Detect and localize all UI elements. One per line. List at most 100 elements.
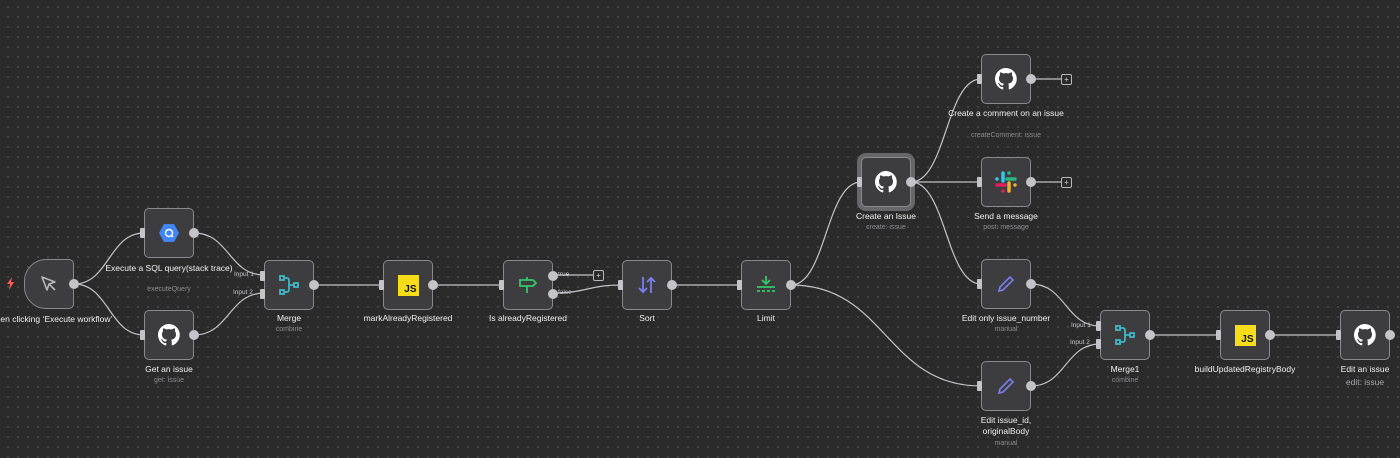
node-edit-issue-number[interactable]: [977, 259, 1036, 309]
node-merge1[interactable]: [1096, 310, 1155, 360]
input-1-label: Input 1: [234, 271, 254, 278]
connection-edge[interactable]: [73, 283, 145, 336]
output-handle[interactable]: [667, 280, 677, 290]
connection-edge[interactable]: [910, 181, 982, 285]
input-handle[interactable]: [140, 330, 145, 340]
node-label: markAlreadyRegistered: [363, 313, 453, 323]
node-mark-already-registered[interactable]: JS: [379, 260, 438, 310]
node-subtitle: executeQuery: [147, 286, 191, 293]
node-subtitle: manual: [994, 440, 1018, 447]
node-create-issue[interactable]: [857, 157, 916, 207]
add-node-button[interactable]: +: [1061, 74, 1072, 85]
input-1-label: Input 1: [1071, 322, 1091, 329]
output-handle[interactable]: [69, 279, 79, 289]
output-handle[interactable]: [1265, 330, 1275, 340]
slack-icon: [982, 158, 1030, 206]
input-handle-1[interactable]: [260, 271, 265, 281]
output-handle[interactable]: [906, 177, 916, 187]
node-label: Create a comment on an issue: [948, 108, 1064, 118]
node-label: Is alreadyRegistered: [489, 313, 567, 323]
node-send-message[interactable]: [977, 157, 1036, 207]
node-create-comment[interactable]: [977, 54, 1036, 104]
connection-edge[interactable]: [790, 284, 982, 387]
output-handle[interactable]: [1385, 330, 1395, 340]
output-handle[interactable]: [189, 330, 199, 340]
add-node-button[interactable]: +: [593, 270, 604, 281]
output-handle[interactable]: [1026, 74, 1036, 84]
node-edit-an-issue[interactable]: [1336, 310, 1395, 360]
input-handle[interactable]: [737, 280, 742, 290]
node-execute-sql[interactable]: [140, 208, 199, 258]
input-2-label: Input 2: [233, 289, 253, 296]
input-handle[interactable]: [1336, 330, 1341, 340]
node-label: Edit only issue_number: [961, 313, 1051, 323]
output-handle[interactable]: [786, 280, 796, 290]
connection-edge[interactable]: [193, 292, 265, 336]
input-handle-2[interactable]: [260, 289, 265, 299]
pencil-icon: [982, 362, 1030, 410]
signpost-icon: [504, 261, 552, 309]
javascript-icon: JS: [397, 274, 419, 296]
input-2-label: Input 2: [1070, 339, 1090, 346]
node-subtitle: createComment: issue: [970, 132, 1042, 139]
node-subtitle: get: issue: [154, 377, 184, 384]
javascript-icon: JS: [1234, 324, 1256, 346]
node-label: Limit: [757, 313, 775, 323]
node-label: Merge: [276, 313, 302, 323]
output-handle[interactable]: [1145, 330, 1155, 340]
input-handle[interactable]: [977, 74, 982, 84]
input-handle-1[interactable]: [1096, 321, 1101, 331]
merge-icon: [265, 261, 313, 309]
node-is-already-registered[interactable]: [499, 260, 558, 310]
node-edit-issue-id[interactable]: [977, 361, 1036, 411]
node-label: Sort: [639, 313, 655, 323]
node-label: Send a message: [974, 211, 1038, 221]
connection-edge[interactable]: [73, 232, 145, 285]
input-handle[interactable]: [977, 177, 982, 187]
output-handle[interactable]: [309, 280, 319, 290]
node-subtitle: post: message: [983, 224, 1029, 231]
node-label-text: Edit issue_id, originalBody: [980, 415, 1032, 436]
merge-icon: [1101, 311, 1149, 359]
node-manual-trigger[interactable]: [24, 259, 79, 309]
input-handle[interactable]: [977, 381, 982, 391]
input-handle[interactable]: [977, 279, 982, 289]
input-handle[interactable]: [140, 228, 145, 238]
input-handle[interactable]: [1216, 330, 1221, 340]
connection-edge[interactable]: [790, 181, 862, 286]
node-label: When clicking ‘Execute workflow’: [0, 314, 113, 324]
input-handle-2[interactable]: [1096, 339, 1101, 349]
add-node-button[interactable]: +: [1061, 177, 1072, 188]
connection-edge[interactable]: [552, 284, 623, 294]
node-get-issue[interactable]: [140, 310, 199, 360]
node-label: Edit an issue: [1340, 364, 1390, 374]
output-handle[interactable]: [1026, 177, 1036, 187]
connection-edge[interactable]: [910, 78, 982, 183]
pencil-icon: [982, 260, 1030, 308]
node-limit[interactable]: [737, 260, 796, 310]
output-handle-false[interactable]: [548, 289, 558, 299]
connection-edge[interactable]: [1030, 343, 1101, 387]
input-handle[interactable]: [857, 177, 862, 187]
connection-edge[interactable]: [1030, 283, 1101, 327]
node-merge[interactable]: [260, 260, 319, 310]
node-build-updated-registry-body[interactable]: JS: [1216, 310, 1275, 360]
node-subtitle: edit: issue: [1345, 377, 1385, 387]
node-label: Create an Issue: [855, 211, 916, 221]
bigquery-icon: [145, 209, 193, 257]
node-label: Execute a SQL query(stack trace): [105, 263, 233, 273]
input-handle[interactable]: [379, 280, 384, 290]
output-handle-true[interactable]: [548, 271, 558, 281]
node-label: Merge1: [1110, 364, 1140, 374]
lightning-icon: [7, 277, 14, 290]
connection-edge[interactable]: [193, 232, 265, 276]
output-handle[interactable]: [189, 228, 199, 238]
input-handle[interactable]: [618, 280, 623, 290]
input-handle[interactable]: [499, 280, 504, 290]
node-sort[interactable]: [618, 260, 677, 310]
output-handle[interactable]: [1026, 279, 1036, 289]
limit-icon: [742, 261, 790, 309]
output-handle[interactable]: [428, 280, 438, 290]
output-handle[interactable]: [1026, 381, 1036, 391]
